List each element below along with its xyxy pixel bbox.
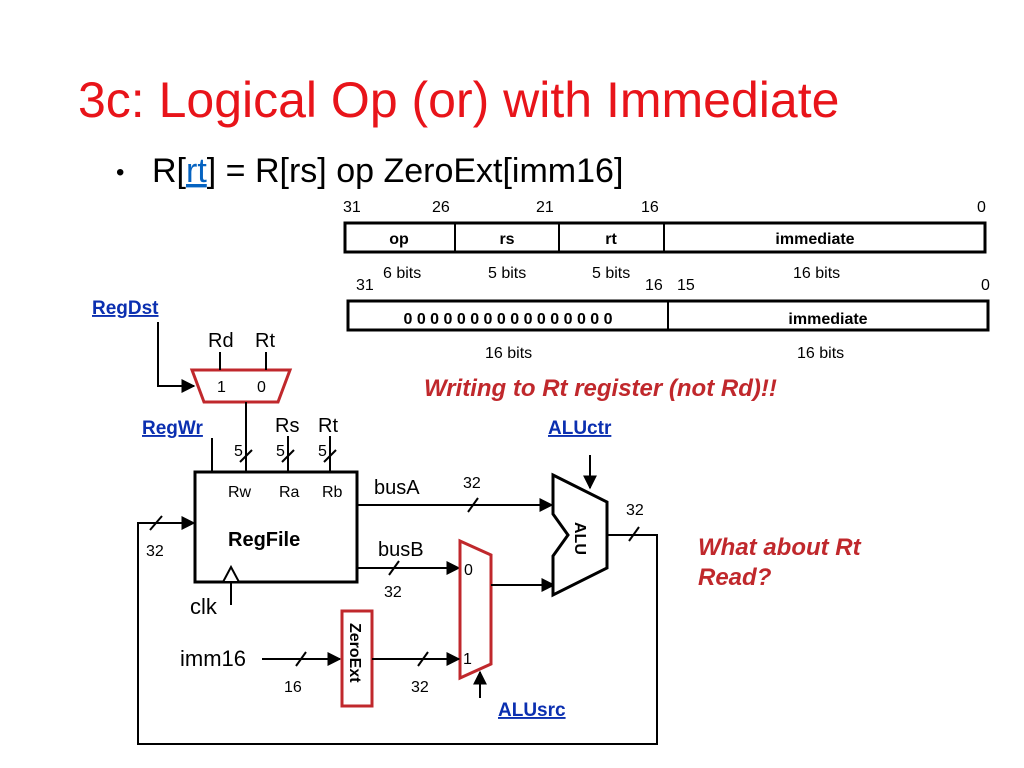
bullet-dot: • (116, 159, 124, 186)
ext-width-low: 16 bits (797, 345, 844, 362)
input-rs: Rs (275, 415, 299, 437)
register-file: RegFile Rw Ra Rb Rs Rt clk (190, 415, 359, 619)
bullet-suffix: ] = R[rs] op ZeroExt[imm16] (207, 152, 624, 190)
regwr-label[interactable]: RegWr (142, 418, 203, 439)
regdst-mux-body (189, 368, 293, 404)
clk-label: clk (190, 594, 218, 619)
width-slash (417, 651, 429, 667)
regdst-wire (157, 322, 196, 393)
bit-31: 31 (343, 199, 361, 216)
note-rt-read-1: What about Rt (698, 534, 862, 561)
field-op: op (389, 231, 409, 248)
width-slash (467, 497, 479, 513)
alu-body (551, 472, 609, 598)
busa-width: 32 (463, 475, 481, 492)
writeback-width: 32 (146, 543, 164, 560)
width-slash (628, 526, 640, 542)
zeroext-box (340, 609, 374, 708)
bit-0: 0 (977, 199, 986, 216)
alusrc-sel-0: 0 (464, 562, 473, 579)
alusrc-mux: 0 1 (458, 538, 556, 698)
width-rt: 5 bits (592, 265, 630, 282)
regdst-mux: Rd Rt 1 0 (157, 322, 293, 404)
busb-width: 32 (384, 584, 402, 601)
alusrc-sel-1: 1 (463, 651, 472, 668)
rb-width: 5 (318, 443, 327, 460)
alu-out-width: 32 (626, 502, 644, 519)
instruction-format-top: 31 26 21 16 0 op rs rt immediate 6 bits … (343, 199, 987, 282)
field-rt: rt (605, 231, 617, 248)
rt-link[interactable]: rt (186, 152, 207, 190)
input-rt: Rt (318, 415, 338, 437)
mux-input-rt: Rt (255, 330, 275, 352)
busb-label: busB (378, 539, 424, 561)
bullet-text: R[rt] = R[rs] op ZeroExt[imm16] (152, 152, 623, 190)
ext-bit-15: 15 (677, 277, 695, 294)
imm-out-width: 32 (411, 679, 429, 696)
rw-width: 5 (234, 443, 243, 460)
width-slash (149, 515, 163, 531)
zero-field: 0 0 0 0 0 0 0 0 0 0 0 0 0 0 0 0 (403, 311, 612, 328)
field-rs: rs (499, 231, 514, 248)
width-slash (323, 449, 337, 463)
mux-input-rd: Rd (208, 330, 234, 352)
bit-16: 16 (641, 199, 659, 216)
width-slash (295, 651, 307, 667)
aluctr-label[interactable]: ALUctr (548, 418, 612, 439)
ext-width-high: 16 bits (485, 345, 532, 362)
port-ra: Ra (279, 484, 300, 501)
port-rw: Rw (228, 484, 252, 501)
ext-bit-0: 0 (981, 277, 990, 294)
width-slash (281, 449, 295, 463)
slide-title: 3c: Logical Op (or) with Immediate (78, 72, 839, 128)
width-op: 6 bits (383, 265, 421, 282)
width-immediate: 16 bits (793, 265, 840, 282)
alu: ALU (551, 455, 609, 598)
ext-bit-31: 31 (356, 277, 374, 294)
bit-26: 26 (432, 199, 450, 216)
width-rs: 5 bits (488, 265, 526, 282)
instruction-format-bottom: 31 16 15 0 0 0 0 0 0 0 0 0 0 0 0 0 0 0 0… (346, 277, 990, 362)
bullet-prefix: R[ (152, 152, 187, 190)
alusrc-mux-body (458, 538, 493, 681)
zeroext-label: ZeroExt (346, 623, 363, 683)
width-slash (388, 560, 400, 576)
field-immediate: immediate (775, 231, 854, 248)
alu-label: ALU (571, 522, 588, 555)
regdst-label[interactable]: RegDst (92, 298, 159, 319)
ra-width: 5 (276, 443, 285, 460)
imm16-label: imm16 (180, 646, 246, 671)
regfile-label: RegFile (228, 529, 300, 551)
busa-label: busA (374, 477, 420, 499)
note-rt-read-2: Read? (698, 564, 772, 591)
alusrc-label[interactable]: ALUsrc (498, 700, 566, 721)
imm-in-width: 16 (284, 679, 302, 696)
width-slash (239, 449, 253, 463)
ext-bit-16: 16 (645, 277, 663, 294)
mux-sel-0: 0 (257, 379, 266, 396)
writeback-wire (137, 516, 658, 745)
bit-21: 21 (536, 199, 554, 216)
note-rt-write: Writing to Rt register (not Rd)!! (424, 375, 777, 402)
port-rb: Rb (322, 484, 343, 501)
regfile-box (193, 470, 359, 584)
ext-immediate-field: immediate (788, 311, 867, 328)
mux-sel-1: 1 (217, 379, 226, 396)
